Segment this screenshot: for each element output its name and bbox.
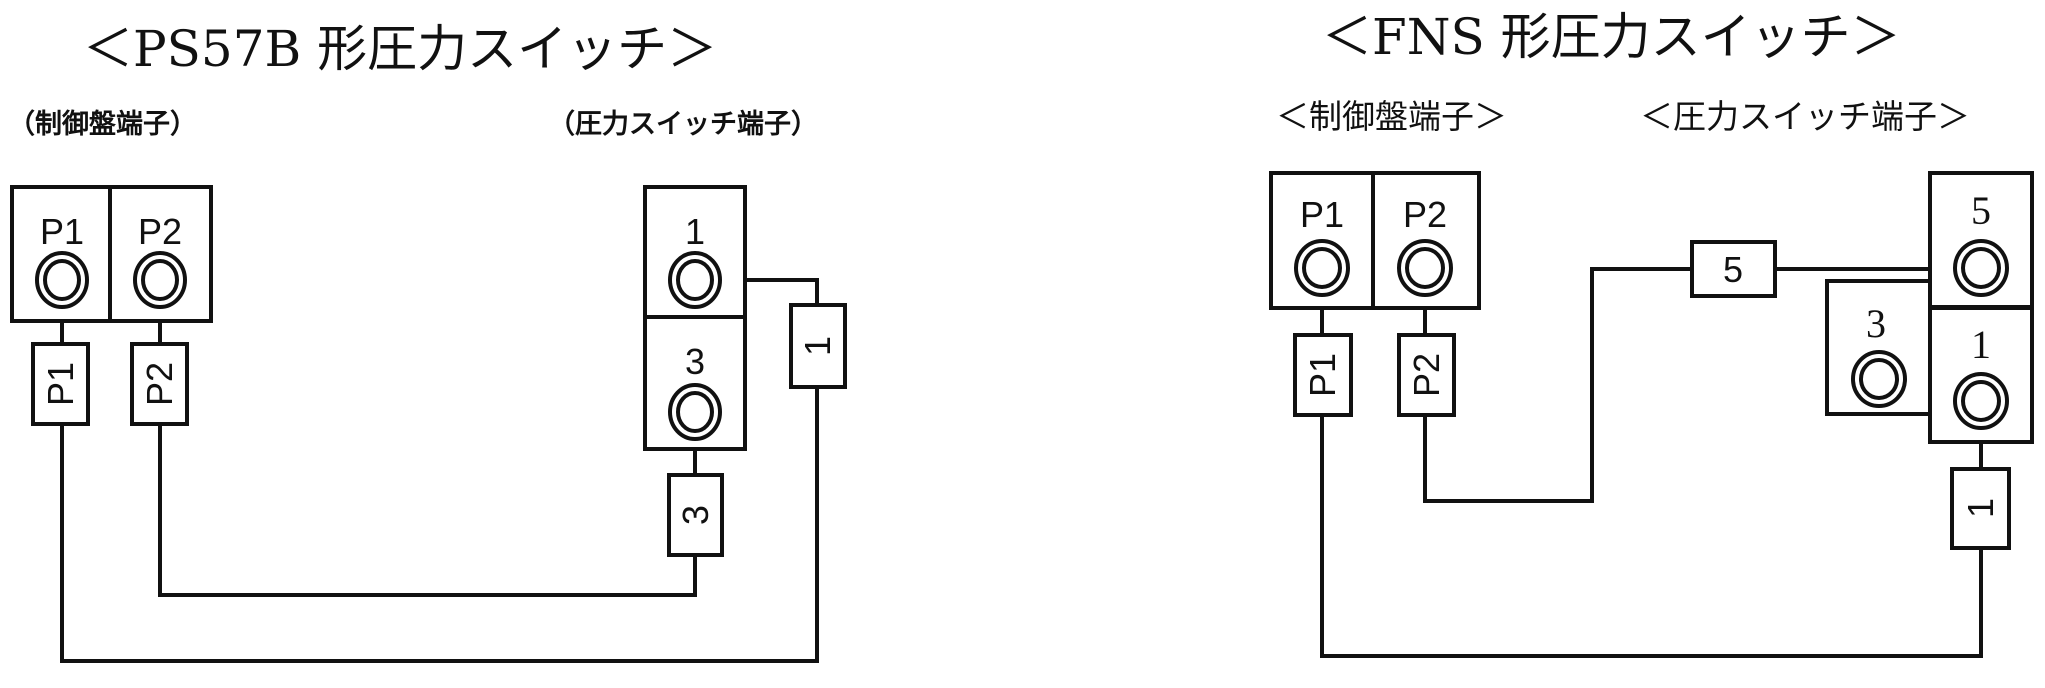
wire-marker-1 <box>789 303 847 389</box>
wire-p1-to-1 <box>60 387 819 663</box>
fns-switch-heading: ＜圧力スイッチ端子＞ <box>1640 97 1970 136</box>
wire-marker-p1 <box>1293 333 1353 417</box>
terminal-label-p1: P1 <box>40 211 84 252</box>
terminal-screw-icon <box>668 383 722 441</box>
switch-terminal-label-1: 1 <box>1971 322 1991 367</box>
terminal-screw-icon <box>1953 372 2009 430</box>
wire-marker-p2 <box>1397 333 1456 417</box>
switch-terminal-label-5: 5 <box>1971 188 1991 233</box>
terminal-screw-icon <box>668 251 722 309</box>
switch-terminal-label-1: 1 <box>685 211 705 252</box>
wire-marker-5 <box>1690 240 1777 298</box>
terminal-label-p2: P2 <box>1403 194 1447 235</box>
terminal-screw-icon <box>1851 350 1907 408</box>
ps57b-title: ＜PS57B 形圧力スイッチ＞ <box>83 20 717 78</box>
ps57b-panel-heading: （制御盤端子） <box>8 109 197 140</box>
wire-marker-p1 <box>31 342 90 426</box>
ps57b-switch-heading: （圧力スイッチ端子） <box>548 109 818 140</box>
wire-marker-label: P2 <box>139 362 180 406</box>
switch-terminal-label-3: 3 <box>1866 301 1886 346</box>
switch-terminal-label-3: 3 <box>685 341 705 382</box>
terminal-screw-icon <box>1953 239 2009 297</box>
wire-p2-to-5 <box>1423 267 1692 503</box>
terminal-label-p2: P2 <box>138 211 182 252</box>
terminal-screw-icon <box>133 251 187 309</box>
wire-marker-label: 1 <box>1960 498 2001 518</box>
wire-p1-to-1 <box>1320 415 1983 658</box>
fns-title: ＜FNS 形圧力スイッチ＞ <box>1322 8 1901 66</box>
terminal-screw-icon <box>1397 239 1453 297</box>
wire-marker-label: P1 <box>1302 353 1343 397</box>
wire-marker-label: 1 <box>797 336 838 356</box>
wire-marker-3 <box>667 473 724 557</box>
fns-panel-heading: ＜制御盤端子＞ <box>1276 97 1507 136</box>
wire-marker-label: 5 <box>1723 249 1743 290</box>
wire-marker-p2 <box>130 342 189 426</box>
wire-marker-label: P2 <box>1406 353 1447 397</box>
ps57b-diagram: ＜PS57B 形圧力スイッチ＞ （制御盤端子） （圧力スイッチ端子） P1 P2… <box>8 20 847 663</box>
terminal-screw-icon <box>35 251 89 309</box>
wire-marker-label: 3 <box>675 505 716 525</box>
wire-1-stub <box>720 278 819 305</box>
switch-terminal-3-block <box>1825 279 1932 416</box>
wire-marker-1 <box>1950 467 2011 550</box>
fns-diagram: ＜FNS 形圧力スイッチ＞ ＜制御盤端子＞ ＜圧力スイッチ端子＞ P1 P2 P… <box>1269 8 2034 658</box>
terminal-screw-icon <box>1294 239 1350 297</box>
wire-p2-to-3 <box>158 424 697 597</box>
wire-marker-label: P1 <box>40 362 81 406</box>
terminal-label-p1: P1 <box>1300 194 1344 235</box>
